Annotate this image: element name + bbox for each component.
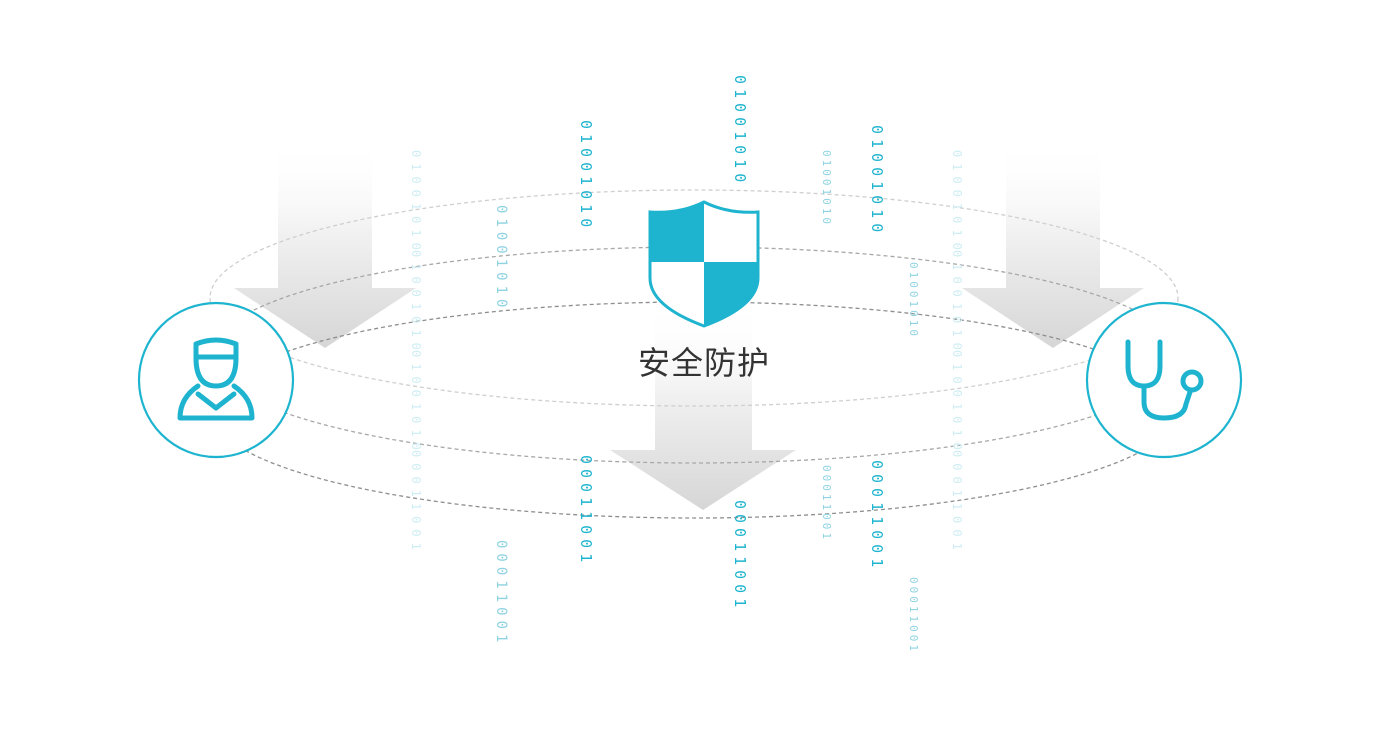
- binary-column-top: 01001010: [577, 120, 595, 232]
- arrow-center: [610, 300, 796, 510]
- diagram-title: 安全防护: [637, 344, 770, 382]
- doctor-node: [137, 301, 295, 459]
- binary-column-top: 01001010: [950, 350, 964, 456]
- binary-column-bottom: 00011001: [731, 500, 749, 612]
- binary-column-bottom: 00011001: [868, 460, 886, 572]
- arrow-right: [962, 140, 1144, 348]
- stethoscope-node: [1085, 301, 1243, 459]
- binary-column-bottom: 00011001: [950, 450, 964, 556]
- doctor-avatar-icon: [177, 337, 255, 421]
- binary-column-bottom: 00011001: [409, 450, 423, 556]
- binary-column-bottom: 00011001: [493, 540, 509, 647]
- binary-column-top: 01001010: [820, 150, 833, 227]
- binary-column-top: 01001010: [409, 250, 423, 356]
- binary-columns: 01001010 01001010 01001010 00011001 0100…: [409, 75, 964, 654]
- binary-column-top: 01001010: [907, 262, 920, 339]
- binary-column-top: 01001010: [950, 150, 964, 256]
- binary-column-top: 01001010: [409, 350, 423, 456]
- binary-column-bottom: 00011001: [820, 465, 833, 542]
- binary-column-top: 01001010: [950, 250, 964, 356]
- binary-column-top: 01001010: [493, 205, 509, 312]
- binary-column-top: 01001010: [731, 75, 749, 187]
- shield-icon: [648, 200, 760, 328]
- binary-column-top: 01001010: [868, 125, 886, 237]
- arrow-left: [234, 140, 416, 348]
- binary-column-bottom: 00011001: [577, 455, 595, 567]
- binary-column-bottom: 00011001: [907, 577, 920, 654]
- stethoscope-icon: [1125, 339, 1204, 421]
- binary-column-top: 01001010: [409, 150, 423, 256]
